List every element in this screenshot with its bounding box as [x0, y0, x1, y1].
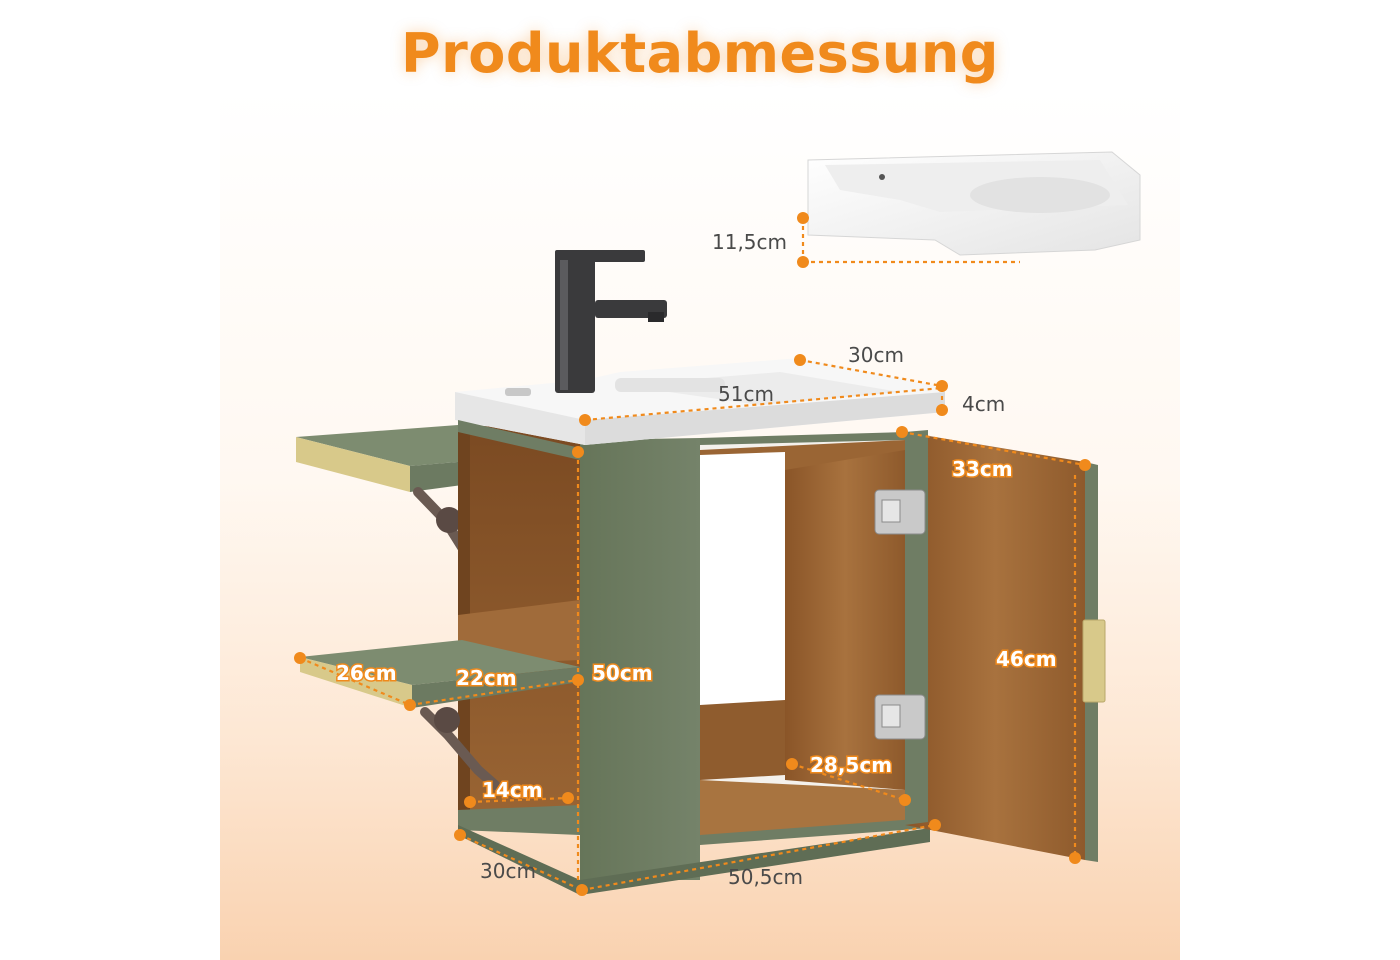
inner-depth-label: 28,5cm [810, 753, 892, 777]
top-width-label: 51cm [718, 382, 774, 406]
base-depth-label: 30cm [480, 859, 536, 883]
top-thickness-label: 4cm [962, 392, 1005, 416]
top-depth-label: 30cm [848, 343, 904, 367]
countertop-basin [455, 358, 945, 460]
basin-height-label: 11,5cm [712, 230, 787, 254]
page-title: Produktabmessung [401, 22, 999, 85]
door-height-label: 46cm [996, 647, 1057, 671]
side-gap-label: 14cm [482, 778, 543, 802]
dimension-lines [294, 212, 1091, 896]
door-width-label: 33cm [952, 457, 1013, 481]
cabinet-height-label: 50cm [592, 661, 653, 685]
faucet [555, 250, 667, 393]
base-width-label: 50,5cm [728, 865, 803, 889]
main-cabinet-interior [700, 432, 930, 845]
basin-inset [807, 151, 1141, 256]
shelf-depth-label: 26cm [336, 661, 397, 685]
lower-side-shelf [300, 640, 580, 790]
side-compartment [458, 425, 580, 835]
cabinet-door [874, 430, 1106, 862]
cabinet-front-pillar [458, 438, 930, 895]
shelf-width-label: 22cm [456, 666, 517, 690]
